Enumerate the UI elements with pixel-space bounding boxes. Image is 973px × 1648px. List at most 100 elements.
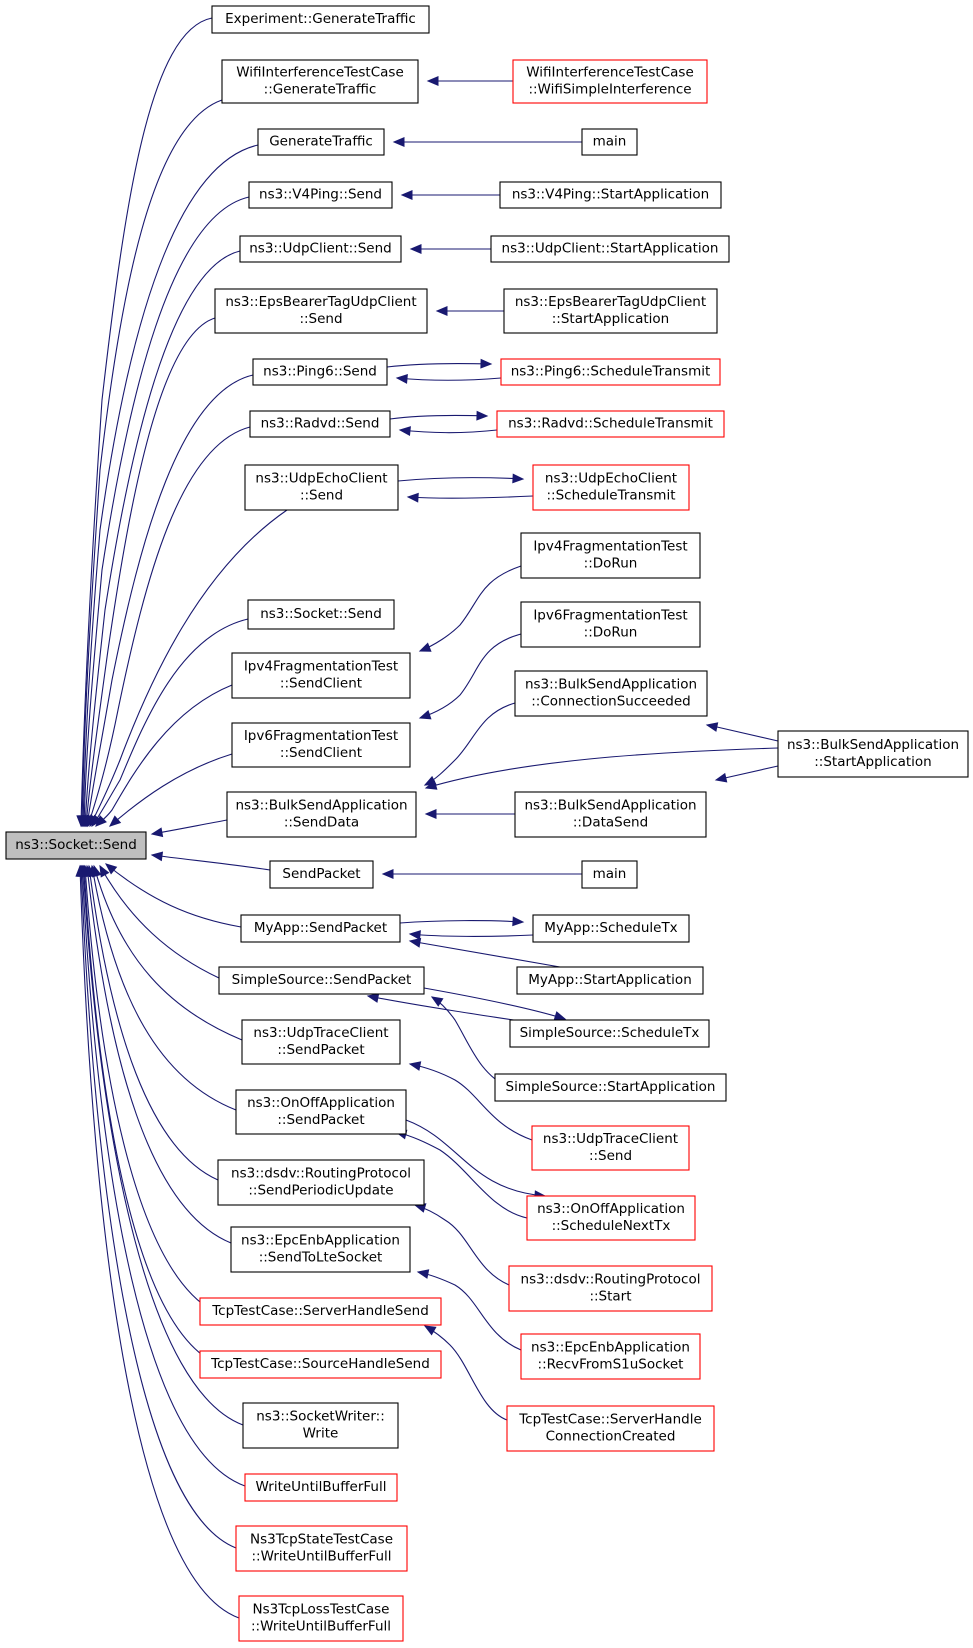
node-myapp_sp[interactable]: MyApp::SendPacket bbox=[240, 914, 401, 943]
edge-line bbox=[86, 865, 232, 1244]
node-echo_sched[interactable]: ns3::UdpEchoClient::ScheduleTransmit bbox=[532, 464, 690, 511]
node-ipv6frag_dorun[interactable]: Ipv6FragmentationTest::DoRun bbox=[520, 601, 701, 648]
node-tcp_shcc[interactable]: TcpTestCase::ServerHandleConnectionCreat… bbox=[506, 1405, 715, 1452]
arrow-head bbox=[99, 864, 110, 878]
arrow-head bbox=[398, 426, 411, 436]
node-box bbox=[235, 1089, 407, 1135]
node-label: ns3::EpcEnbApplication bbox=[241, 1233, 400, 1249]
node-box bbox=[494, 1073, 727, 1102]
node-label: ns3::dsdv::RoutingProtocol bbox=[231, 1166, 411, 1182]
arrow-head bbox=[150, 827, 164, 838]
call-edge-udpclient_send-to-socket_send bbox=[80, 250, 241, 828]
node-eps_send[interactable]: ns3::EpsBearerTagUdpClient::Send bbox=[214, 288, 428, 334]
edge-line bbox=[80, 865, 237, 1549]
edge-line bbox=[417, 1271, 522, 1351]
node-dsdv_spu[interactable]: ns3::dsdv::RoutingProtocol::SendPeriodic… bbox=[217, 1159, 425, 1206]
node-box bbox=[211, 5, 430, 34]
arrow-head bbox=[705, 722, 719, 732]
node-box bbox=[269, 860, 374, 889]
node-myapp_stx[interactable]: MyApp::ScheduleTx bbox=[532, 914, 690, 943]
node-label: ns3::Socket::Send bbox=[15, 837, 137, 853]
node-label: main bbox=[593, 866, 627, 882]
edge-line bbox=[407, 495, 534, 499]
node-epc_recv[interactable]: ns3::EpcEnbApplication::RecvFromS1uSocke… bbox=[520, 1333, 701, 1380]
call-edge-myapp_stx-to-myapp_sp bbox=[408, 930, 534, 940]
node-main1[interactable]: main bbox=[581, 128, 638, 156]
node-wit_gen[interactable]: WifiInterferenceTestCase::GenerateTraffi… bbox=[221, 59, 419, 104]
node-label: ::Start bbox=[589, 1289, 631, 1305]
node-sendpacket[interactable]: SendPacket bbox=[269, 860, 374, 889]
node-ns3tcpstate[interactable]: Ns3TcpStateTestCase::WriteUntilBufferFul… bbox=[235, 1525, 408, 1572]
node-onoff_snt[interactable]: ns3::OnOffApplication::ScheduleNextTx bbox=[526, 1195, 696, 1241]
node-ping6_sched[interactable]: ns3::Ping6::ScheduleTransmit bbox=[500, 358, 721, 386]
node-label: ::Send bbox=[589, 1148, 632, 1164]
node-myapp_start[interactable]: MyApp::StartApplication bbox=[516, 966, 704, 995]
call-edge-v4ping_start-to-v4ping_send bbox=[400, 190, 500, 200]
node-ns3tcploss[interactable]: Ns3TcpLossTestCase::WriteUntilBufferFull bbox=[238, 1595, 404, 1642]
node-sw_write[interactable]: ns3::SocketWriter::Write bbox=[242, 1402, 399, 1449]
node-gentraffic[interactable]: GenerateTraffic bbox=[257, 128, 385, 156]
node-label: ::StartApplication bbox=[814, 754, 932, 770]
arrow-head bbox=[553, 1011, 567, 1021]
node-udpclient_start[interactable]: ns3::UdpClient::StartApplication bbox=[490, 235, 730, 263]
node-label: ::WifiSimpleInterference bbox=[528, 82, 691, 98]
node-v4ping_send[interactable]: ns3::V4Ping::Send bbox=[248, 181, 393, 209]
node-label: ns3::BulkSendApplication bbox=[787, 737, 959, 753]
node-utc_sp[interactable]: ns3::UdpTraceClient::SendPacket bbox=[241, 1019, 401, 1065]
call-edge-bulk_datasend-to-bulk_senddata bbox=[424, 809, 515, 819]
node-label: Write bbox=[303, 1426, 339, 1442]
node-epc_stl[interactable]: ns3::EpcEnbApplication::SendToLteSocket bbox=[230, 1226, 411, 1273]
node-socket_send2[interactable]: ns3::Socket::Send bbox=[247, 599, 395, 630]
node-wubf[interactable]: WriteUntilBufferFull bbox=[244, 1473, 398, 1502]
call-edge-ss_sp-to-socket_send bbox=[99, 864, 220, 979]
node-box bbox=[499, 181, 722, 209]
node-udpclient_send[interactable]: ns3::UdpClient::Send bbox=[239, 235, 402, 263]
node-ipv6frag_sc[interactable]: Ipv6FragmentationTest::SendClient bbox=[231, 722, 411, 768]
node-ipv4frag_sc[interactable]: Ipv4FragmentationTest::SendClient bbox=[231, 652, 411, 699]
node-radvd_send[interactable]: ns3::Radvd::Send bbox=[249, 410, 391, 438]
node-echo_send[interactable]: ns3::UdpEchoClient::Send bbox=[244, 464, 399, 511]
node-label: ConnectionCreated bbox=[546, 1429, 676, 1445]
node-bulk_datasend[interactable]: ns3::BulkSendApplication::DataSend bbox=[514, 791, 707, 838]
arrow-head bbox=[430, 996, 444, 1007]
node-box bbox=[5, 831, 147, 860]
node-box bbox=[221, 59, 419, 104]
node-utc_send[interactable]: ns3::UdpTraceClient::Send bbox=[531, 1125, 690, 1171]
node-eps_start[interactable]: ns3::EpsBearerTagUdpClient::StartApplica… bbox=[503, 288, 718, 334]
node-ping6_send[interactable]: ns3::Ping6::Send bbox=[252, 358, 388, 386]
node-ss_start[interactable]: SimpleSource::StartApplication bbox=[494, 1073, 727, 1102]
node-bulk_senddata[interactable]: ns3::BulkSendApplication::SendData bbox=[226, 791, 417, 838]
node-tcp_sohs[interactable]: TcpTestCase::SourceHandleSend bbox=[199, 1350, 442, 1379]
node-tcp_shs[interactable]: TcpTestCase::ServerHandleSend bbox=[199, 1297, 442, 1326]
arrow-head bbox=[416, 1269, 430, 1279]
call-edge-wit_gen-to-socket_send bbox=[77, 99, 223, 828]
node-ss_stx[interactable]: SimpleSource::ScheduleTx bbox=[509, 1019, 710, 1048]
node-exp_gen[interactable]: Experiment::GenerateTraffic bbox=[211, 5, 430, 34]
node-main2[interactable]: main bbox=[581, 860, 638, 889]
node-label: Ipv6FragmentationTest bbox=[533, 608, 687, 624]
arrow-head bbox=[75, 864, 86, 877]
arrow-head bbox=[435, 306, 448, 316]
call-edge-dsdv_start-to-dsdv_spu bbox=[413, 1203, 510, 1286]
node-box bbox=[257, 128, 385, 156]
node-v4ping_start[interactable]: ns3::V4Ping::StartApplication bbox=[499, 181, 722, 209]
edge-line bbox=[414, 1204, 510, 1286]
node-bulk_start[interactable]: ns3::BulkSendApplication::StartApplicati… bbox=[777, 730, 969, 778]
node-label: ns3::V4Ping::Send bbox=[259, 187, 382, 203]
node-box bbox=[247, 599, 395, 630]
node-socket_send[interactable]: ns3::Socket::Send bbox=[5, 831, 147, 860]
arrow-head bbox=[424, 780, 438, 790]
arrow-head bbox=[395, 374, 408, 384]
call-edge-echo_send-to-echo_sched bbox=[397, 473, 525, 484]
node-ss_sp[interactable]: SimpleSource::SendPacket bbox=[218, 966, 425, 995]
node-box bbox=[249, 410, 391, 438]
node-ipv4frag_dorun[interactable]: Ipv4FragmentationTest::DoRun bbox=[520, 532, 701, 579]
node-radvd_sched[interactable]: ns3::Radvd::ScheduleTransmit bbox=[496, 410, 725, 438]
node-box bbox=[230, 1226, 411, 1273]
node-dsdv_start[interactable]: ns3::dsdv::RoutingProtocol::Start bbox=[508, 1265, 713, 1312]
node-label: ::SendClient bbox=[280, 676, 362, 692]
node-onoff_sp[interactable]: ns3::OnOffApplication::SendPacket bbox=[235, 1089, 407, 1135]
node-bulk_conn[interactable]: ns3::BulkSendApplication::ConnectionSucc… bbox=[514, 670, 708, 717]
edge-line bbox=[397, 477, 524, 482]
node-wit_simple[interactable]: WifiInterferenceTestCase::WifiSimpleInte… bbox=[512, 59, 708, 104]
